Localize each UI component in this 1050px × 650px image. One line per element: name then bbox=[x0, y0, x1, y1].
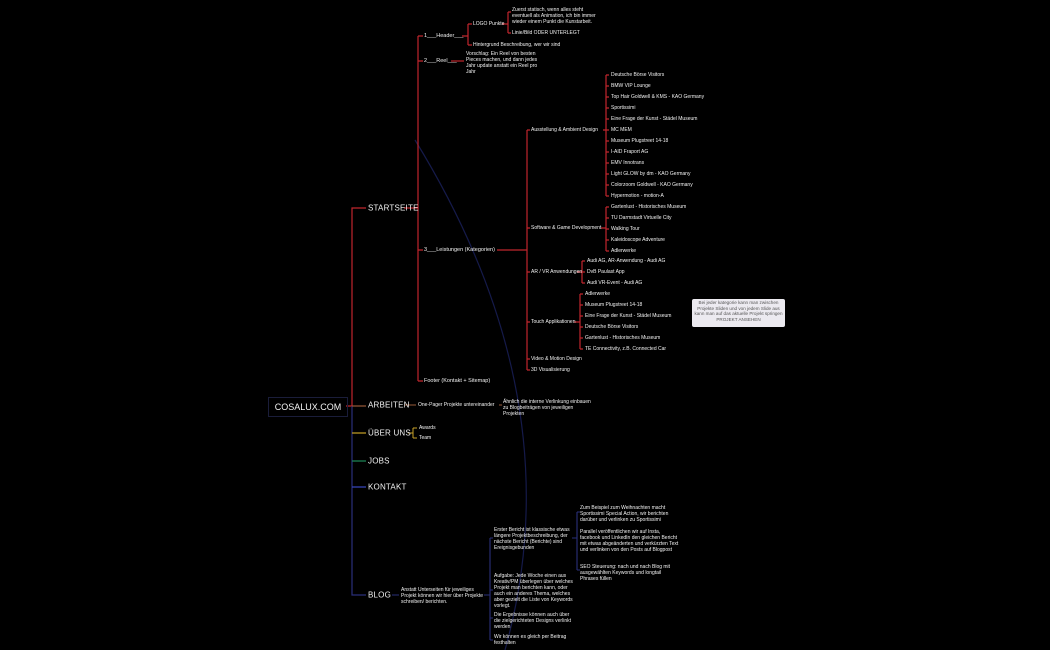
topic-jobs[interactable]: JOBS bbox=[368, 456, 390, 466]
project-item[interactable]: Kaleidoscope Adventure bbox=[611, 237, 665, 243]
category-software[interactable]: Software & Game Development bbox=[531, 225, 602, 231]
project-item[interactable]: Light GLOW by dm - KAO Germany bbox=[611, 171, 691, 177]
blog-item[interactable]: Die Ergebnisse können auch über die ziel… bbox=[494, 612, 571, 630]
note-callout[interactable]: Bei jeder kategorie kann man zwischen Pr… bbox=[692, 299, 785, 327]
topic-startseite[interactable]: STARTSEITE bbox=[368, 203, 419, 213]
node-reel-note[interactable]: Vorschlag: Ein Reel von besten Pieces ma… bbox=[466, 51, 538, 75]
blog-item[interactable]: Aufgabe: Jede Woche einen aus Kreativ/PM… bbox=[494, 573, 573, 609]
node-logo-note[interactable]: Zuerst statisch, wenn alles steht eventu… bbox=[512, 7, 596, 25]
category-video[interactable]: Video & Motion Design bbox=[531, 356, 582, 362]
node-reel[interactable]: 2___Reel___ bbox=[424, 58, 457, 64]
project-item[interactable]: Eine Frage der Kunst - Städel Museum bbox=[585, 313, 672, 319]
project-item[interactable]: EMV Innotrans bbox=[611, 160, 645, 166]
project-item[interactable]: Adlerwerke bbox=[611, 248, 637, 254]
project-item[interactable]: MC MEM bbox=[611, 127, 632, 133]
project-item[interactable]: Eine Frage der Kunst - Städel Museum bbox=[611, 116, 698, 122]
project-item[interactable]: Adlerwerke bbox=[585, 291, 611, 297]
project-item[interactable]: Museum Plugstreet 14-18 bbox=[585, 302, 643, 308]
decorative-arc bbox=[414, 139, 527, 650]
node-logo-note2[interactable]: Linie/Bild ODER UNTERLEGT bbox=[512, 30, 580, 36]
node-header[interactable]: 1___Header___ bbox=[424, 33, 464, 39]
project-item[interactable]: Deutsche Börse Visitors bbox=[585, 324, 639, 330]
project-item[interactable]: Gartenlust - Historisches Museum bbox=[611, 204, 687, 210]
project-item[interactable]: TE Connectivity, z.B. Connected Car bbox=[585, 346, 667, 352]
project-item[interactable]: Hypermotion - motion-A bbox=[611, 193, 664, 199]
node-logo-punkte[interactable]: LOGO Punkte bbox=[473, 21, 505, 27]
category-touch[interactable]: Touch Applikationen bbox=[531, 319, 576, 325]
project-item[interactable]: I-AID Fraport AG bbox=[611, 149, 649, 155]
node-footer[interactable]: Footer (Kontakt + Sitemap) bbox=[424, 378, 491, 384]
startseite-connectors bbox=[346, 11, 609, 407]
project-item[interactable]: Gartenlust - Historisches Museum bbox=[585, 335, 661, 341]
topic-ueber-uns[interactable]: ÜBER UNS bbox=[368, 428, 411, 438]
project-item[interactable]: Top Hair Goldwell & KMS - KAO Germany bbox=[611, 94, 705, 100]
project-item[interactable]: Audi VR-Event - Audi AG bbox=[587, 280, 643, 286]
project-item[interactable]: Walking Tour bbox=[611, 226, 640, 232]
category-ar-vr[interactable]: AR / VR Anwendungen bbox=[531, 269, 583, 275]
blog-item[interactable]: Erster Bericht ist klassische etwas läng… bbox=[494, 527, 570, 551]
project-item[interactable]: BMW VIP Lounge bbox=[611, 83, 651, 89]
node-one-pager[interactable]: One-Pager Projekte untereinander bbox=[418, 402, 495, 408]
topic-kontakt[interactable]: KONTAKT bbox=[368, 482, 407, 492]
category-ausstellung[interactable]: Ausstellung & Ambient Design bbox=[531, 127, 598, 133]
node-team[interactable]: Team bbox=[419, 435, 432, 441]
root-node[interactable]: COSALUX.COM bbox=[268, 397, 348, 417]
node-awards[interactable]: Awards bbox=[419, 425, 436, 431]
topic-blog[interactable]: BLOG bbox=[368, 590, 392, 600]
blog-sub-item[interactable]: Zum Beispiel zum Weihnachten macht Sport… bbox=[580, 505, 669, 523]
node-leistungen[interactable]: 3___Leistungen (Kategorien) bbox=[424, 247, 495, 253]
project-item[interactable]: Colorzoom Goldwell - KAO Germany bbox=[611, 182, 693, 188]
blog-sub-item[interactable]: Parallel veröffentlichen wir auf Insta, … bbox=[580, 529, 679, 553]
project-item[interactable]: Sportissimi bbox=[611, 105, 636, 111]
topic-arbeiten[interactable]: ARBEITEN bbox=[368, 400, 410, 410]
project-item[interactable]: Audi AG, AR-Anwendung - Audi AG bbox=[587, 258, 666, 264]
node-arbeiten-note[interactable]: Ähnlich die interne Verlinkung einbauen … bbox=[503, 399, 591, 417]
node-blog-child[interactable]: Anstatt Unterseiten für jeweiliges Proje… bbox=[401, 587, 483, 605]
project-item[interactable]: TU Darmstadt Virtuelle City bbox=[611, 215, 672, 221]
category-3d[interactable]: 3D Visualisierung bbox=[531, 367, 570, 373]
blog-item[interactable]: Wir können es gleich per Beitrag festhal… bbox=[494, 634, 567, 646]
project-item[interactable]: Museum Plugstreet 14-18 bbox=[611, 138, 669, 144]
blog-sub-item[interactable]: SEO Steuerung: nach und nach Blog mit au… bbox=[580, 564, 671, 582]
project-item[interactable]: DvB Paulast App bbox=[587, 269, 625, 275]
node-hintergrund[interactable]: Hintergrund Beschreibung, wer wir sind bbox=[473, 42, 561, 48]
project-item[interactable]: Deutsche Börse Visitors bbox=[611, 72, 665, 78]
